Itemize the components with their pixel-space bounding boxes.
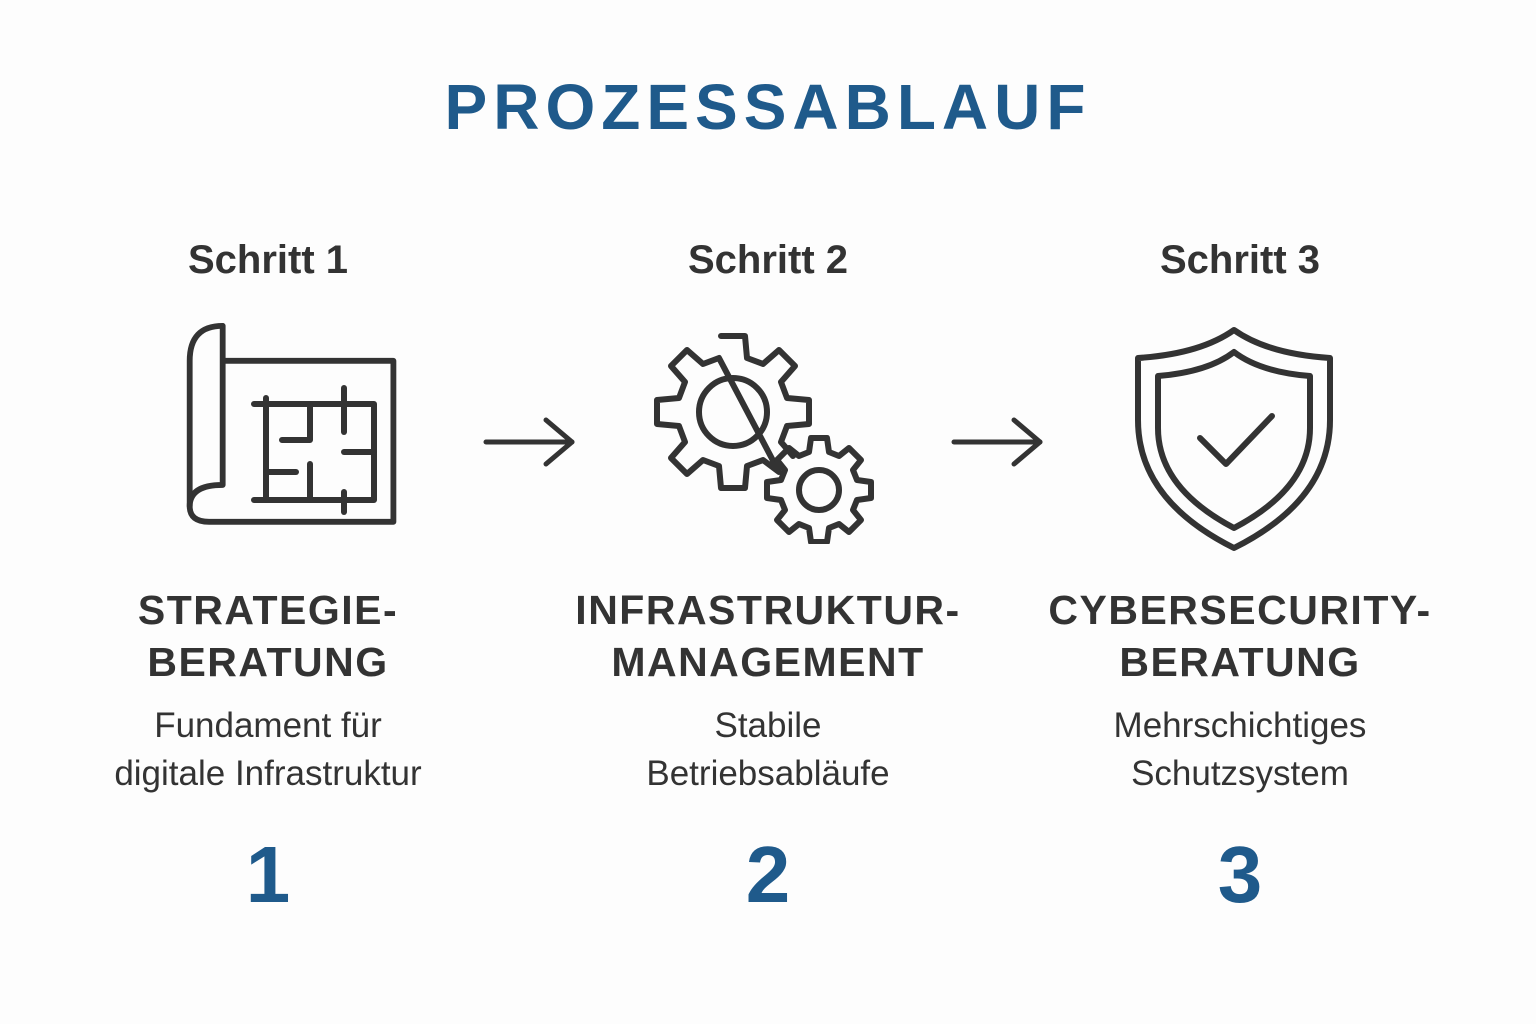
process-step-1: Schritt 1 STRATEGIE- BERATUNG Fundament … [28,232,508,919]
step-heading: INFRASTRUKTUR- MANAGEMENT [575,587,961,685]
step-heading: CYBERSECURITY- BERATUNG [1048,587,1432,685]
step-label: Schritt 3 [1159,238,1321,282]
step-heading: STRATEGIE- BERATUNG [137,587,399,685]
step-number: 1 [245,830,291,919]
step-number: 3 [1217,830,1263,919]
process-step-3: Schritt 3 CYBERSECURITY- BERATUNG Mehrsc… [1000,232,1480,919]
shield-check-icon [1000,322,1480,562]
process-step-2: Schritt 2 INFRASTRUKTUR- MANAGEMENT Stab… [528,232,1008,919]
page-title: PROZESSABLAUF [444,71,1092,143]
step-number: 2 [745,830,791,919]
gears-icon [528,322,1008,562]
arrow-right-icon [480,412,580,472]
step-label: Schritt 2 [687,238,849,282]
blueprint-icon [28,322,508,562]
step-description: Mehrschichtiges Schutzsystem [1113,706,1367,793]
step-description: Fundament für digitale Infrastruktur [114,706,422,793]
step-label: Schritt 1 [187,238,349,282]
arrow-right-icon [948,412,1048,472]
step-description: Stabile Betriebsabläufe [646,706,890,793]
